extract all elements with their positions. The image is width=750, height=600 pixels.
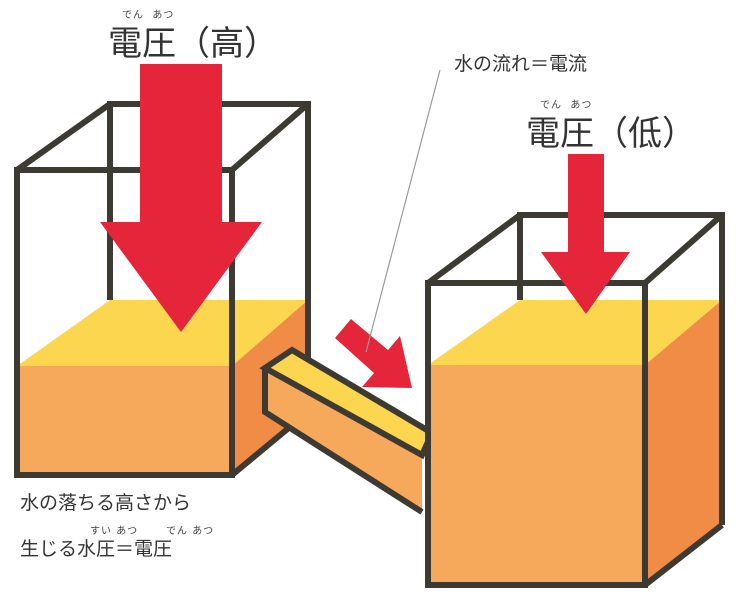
pipe-front-face: [265, 368, 422, 512]
ruby-atsu: あつ: [192, 526, 215, 537]
pipe-top-face: [265, 350, 432, 455]
flow-label-leader-line: [365, 69, 441, 353]
caption-line-2: 生じる水圧＝電圧: [20, 538, 173, 560]
ruby-sui: すい: [90, 526, 112, 537]
ruby-den: でん: [540, 100, 562, 111]
left-title-ruby: でん あつ: [122, 6, 174, 21]
connecting-pipe: [259, 346, 436, 515]
left-tank: [14, 64, 311, 478]
right-tank-frame: [425, 212, 725, 588]
flow-label: 水の流れ＝電流: [454, 53, 588, 75]
right-tank-title: 電圧（低）: [526, 114, 696, 154]
right-title-ruby: でん あつ: [540, 96, 592, 111]
right-water-side: [645, 300, 722, 585]
ruby-atsu: あつ: [570, 100, 593, 111]
caption-ruby-right: でん あつ: [166, 522, 214, 537]
right-tank: [425, 154, 725, 588]
left-downward-arrow: [100, 64, 262, 332]
left-water-top: [17, 300, 308, 366]
ruby-den: でん: [166, 526, 188, 537]
left-tank-title: 電圧（高）: [108, 24, 278, 64]
ruby-atsu: あつ: [152, 10, 175, 21]
right-downward-arrow: [541, 154, 630, 314]
caption-line-1: 水の落ちる高さから: [20, 492, 192, 514]
left-tank-frame: [14, 101, 311, 478]
right-water-top: [428, 300, 722, 365]
right-water-front: [428, 365, 645, 585]
ruby-atsu: あつ: [116, 526, 139, 537]
flow-arrow: [335, 319, 412, 388]
left-water-front: [17, 366, 232, 475]
ruby-den: でん: [122, 10, 144, 21]
caption-ruby-left: すい あつ: [90, 522, 138, 537]
